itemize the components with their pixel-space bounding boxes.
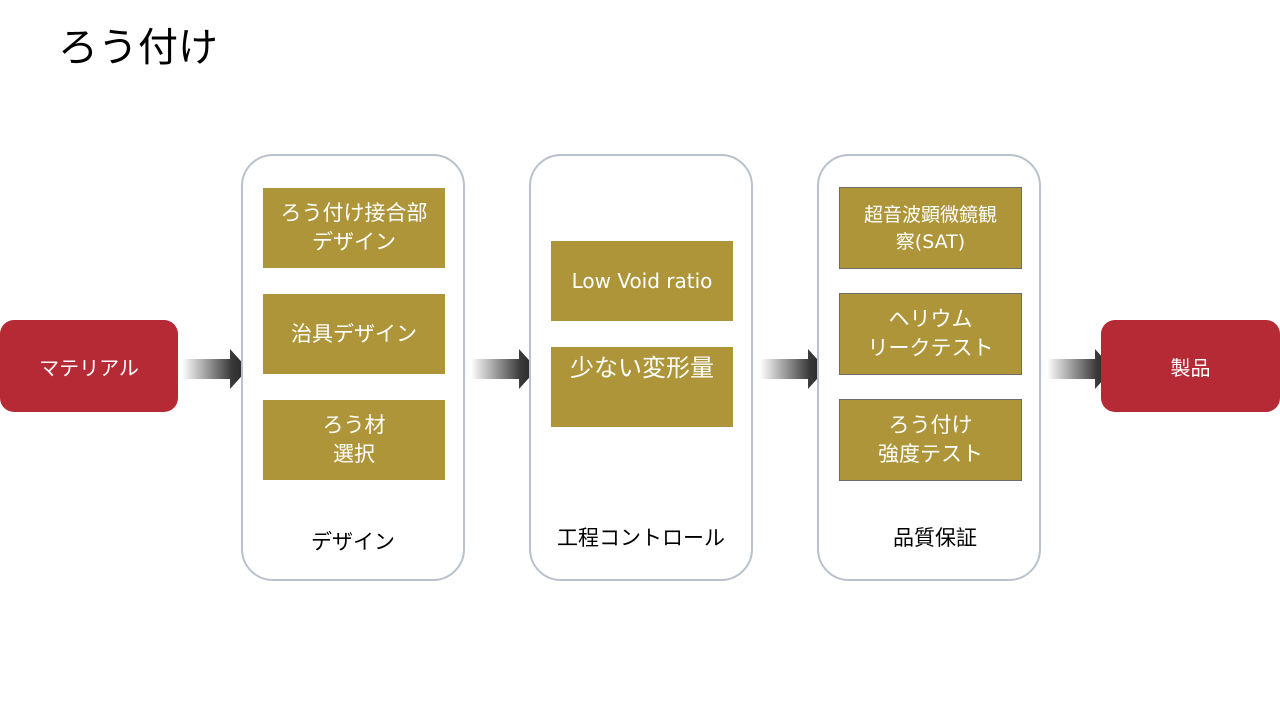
start-node-label: マテリアル	[39, 355, 139, 380]
end-node-label: 製品	[1170, 355, 1211, 380]
stage-label-quality-assurance: 品質保証	[893, 526, 977, 550]
page-title: ろう付け	[58, 25, 218, 71]
start-node-material: マテリアル	[0, 320, 178, 412]
stage-panel-design: ろう付け接合部 デザイン 治具デザイン ろう材 選択 デザイン	[241, 154, 465, 581]
item-sat-inspection: 超音波顕微鏡観 察(SAT)	[839, 187, 1022, 269]
stage-label-process-control: 工程コントロール	[557, 526, 725, 550]
flow-arrow-3	[760, 349, 826, 389]
item-brazing-strength-test: ろう付け 強度テスト	[839, 399, 1022, 481]
end-node-product: 製品	[1101, 320, 1280, 412]
item-fixture-design: 治具デザイン	[263, 294, 445, 374]
item-filler-metal-selection: ろう材 選択	[263, 400, 445, 480]
item-low-deformation: 少ない変形量	[551, 347, 733, 427]
item-helium-leak-test: ヘリウム リークテスト	[839, 293, 1022, 375]
flow-arrow-1	[182, 349, 248, 389]
item-low-void-ratio: Low Void ratio	[551, 241, 733, 321]
stage-panel-process-control: Low Void ratio 少ない変形量 工程コントロール	[529, 154, 753, 581]
item-brazing-joint-design: ろう付け接合部 デザイン	[263, 188, 445, 268]
stage-panel-quality-assurance: 超音波顕微鏡観 察(SAT) ヘリウム リークテスト ろう付け 強度テスト 品質…	[817, 154, 1041, 581]
flow-arrow-4	[1047, 349, 1113, 389]
stage-label-design: デザイン	[311, 530, 395, 554]
flow-arrow-2	[471, 349, 537, 389]
